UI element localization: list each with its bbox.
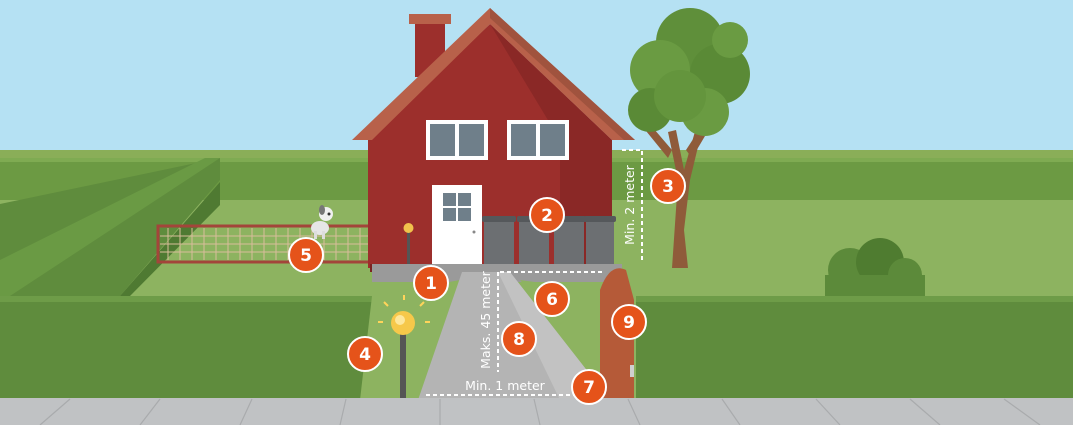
garden-lamp bbox=[378, 295, 430, 398]
marker-1: 1 bbox=[413, 265, 449, 301]
marker-9-number: 9 bbox=[623, 313, 635, 333]
marker-5: 5 bbox=[288, 237, 324, 273]
tree-distance-line bbox=[622, 149, 643, 262]
marker-4-number: 4 bbox=[359, 345, 371, 365]
marker-2: 2 bbox=[529, 197, 565, 233]
marker-8-number: 8 bbox=[513, 330, 525, 350]
marker-6: 6 bbox=[534, 281, 570, 317]
marker-3-number: 3 bbox=[662, 177, 674, 197]
marker-8: 8 bbox=[501, 321, 537, 357]
marker-9: 9 bbox=[611, 304, 647, 340]
marker-1-number: 1 bbox=[425, 274, 437, 294]
marker-7-number: 7 bbox=[583, 378, 595, 398]
marker-6-number: 6 bbox=[546, 290, 558, 310]
sidewalk bbox=[0, 398, 1073, 425]
dimension-lines bbox=[426, 149, 643, 396]
marker-4: 4 bbox=[347, 336, 383, 372]
left-side-hedge bbox=[0, 158, 220, 296]
path-length-label: Maks. 45 meter bbox=[478, 270, 493, 368]
path-width-label: Min. 1 meter bbox=[465, 378, 546, 393]
front-hedge-left bbox=[0, 296, 372, 400]
fence bbox=[156, 224, 390, 264]
marker-2-number: 2 bbox=[541, 206, 553, 226]
marker-3: 3 bbox=[650, 168, 686, 204]
bush bbox=[825, 238, 925, 297]
marker-5-number: 5 bbox=[300, 246, 312, 266]
front-hedge-right bbox=[636, 296, 1073, 400]
roof bbox=[352, 8, 635, 140]
porch-lamp bbox=[403, 223, 414, 266]
dog bbox=[311, 205, 333, 239]
tree-distance-label: Min. 2 meter bbox=[622, 164, 637, 245]
marker-7: 7 bbox=[571, 369, 607, 405]
tree bbox=[628, 8, 750, 268]
